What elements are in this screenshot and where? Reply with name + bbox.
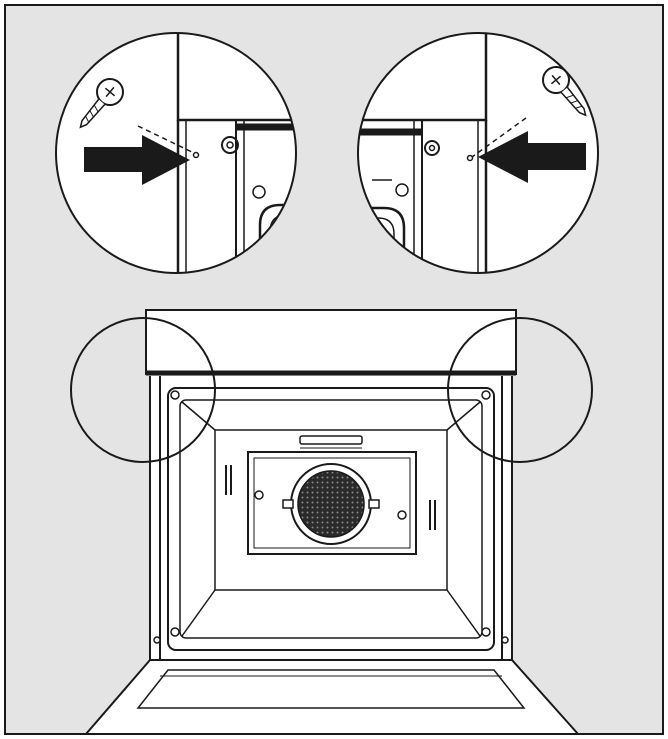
hinge-screw-right [501, 636, 509, 644]
hinge-screw-left [153, 636, 161, 644]
magnifier-ring-left [70, 317, 216, 463]
arrow-right-icon [84, 135, 190, 185]
front-screw-bottom-left [170, 627, 180, 637]
screw-icon [79, 78, 124, 129]
screw-icon [542, 66, 587, 117]
oven-cavity-outer [167, 387, 495, 651]
front-screw-bottom-right [481, 627, 491, 637]
rack-supports [225, 465, 436, 530]
front-screw-top-left [170, 390, 180, 400]
oven-door-window [136, 669, 526, 709]
oven-top-trim [145, 309, 517, 375]
side-screw-left [254, 490, 264, 500]
arrow-left-icon [478, 131, 586, 183]
side-screw-right [397, 510, 407, 520]
screw-guide-line-right [471, 117, 527, 158]
detail-circle-right-border [357, 32, 599, 274]
detail-circle-left-border [55, 32, 297, 274]
front-screw-top-right [481, 390, 491, 400]
oven-lamp [299, 435, 363, 445]
oven-back-wall [214, 429, 448, 591]
oven-cavity-inner [179, 399, 483, 639]
screw-guide-line-left [137, 125, 195, 154]
built-in-oven [83, 309, 581, 735]
magnifier-ring-right [447, 317, 593, 463]
oven-door [83, 659, 581, 735]
detail-view-right [357, 32, 599, 274]
